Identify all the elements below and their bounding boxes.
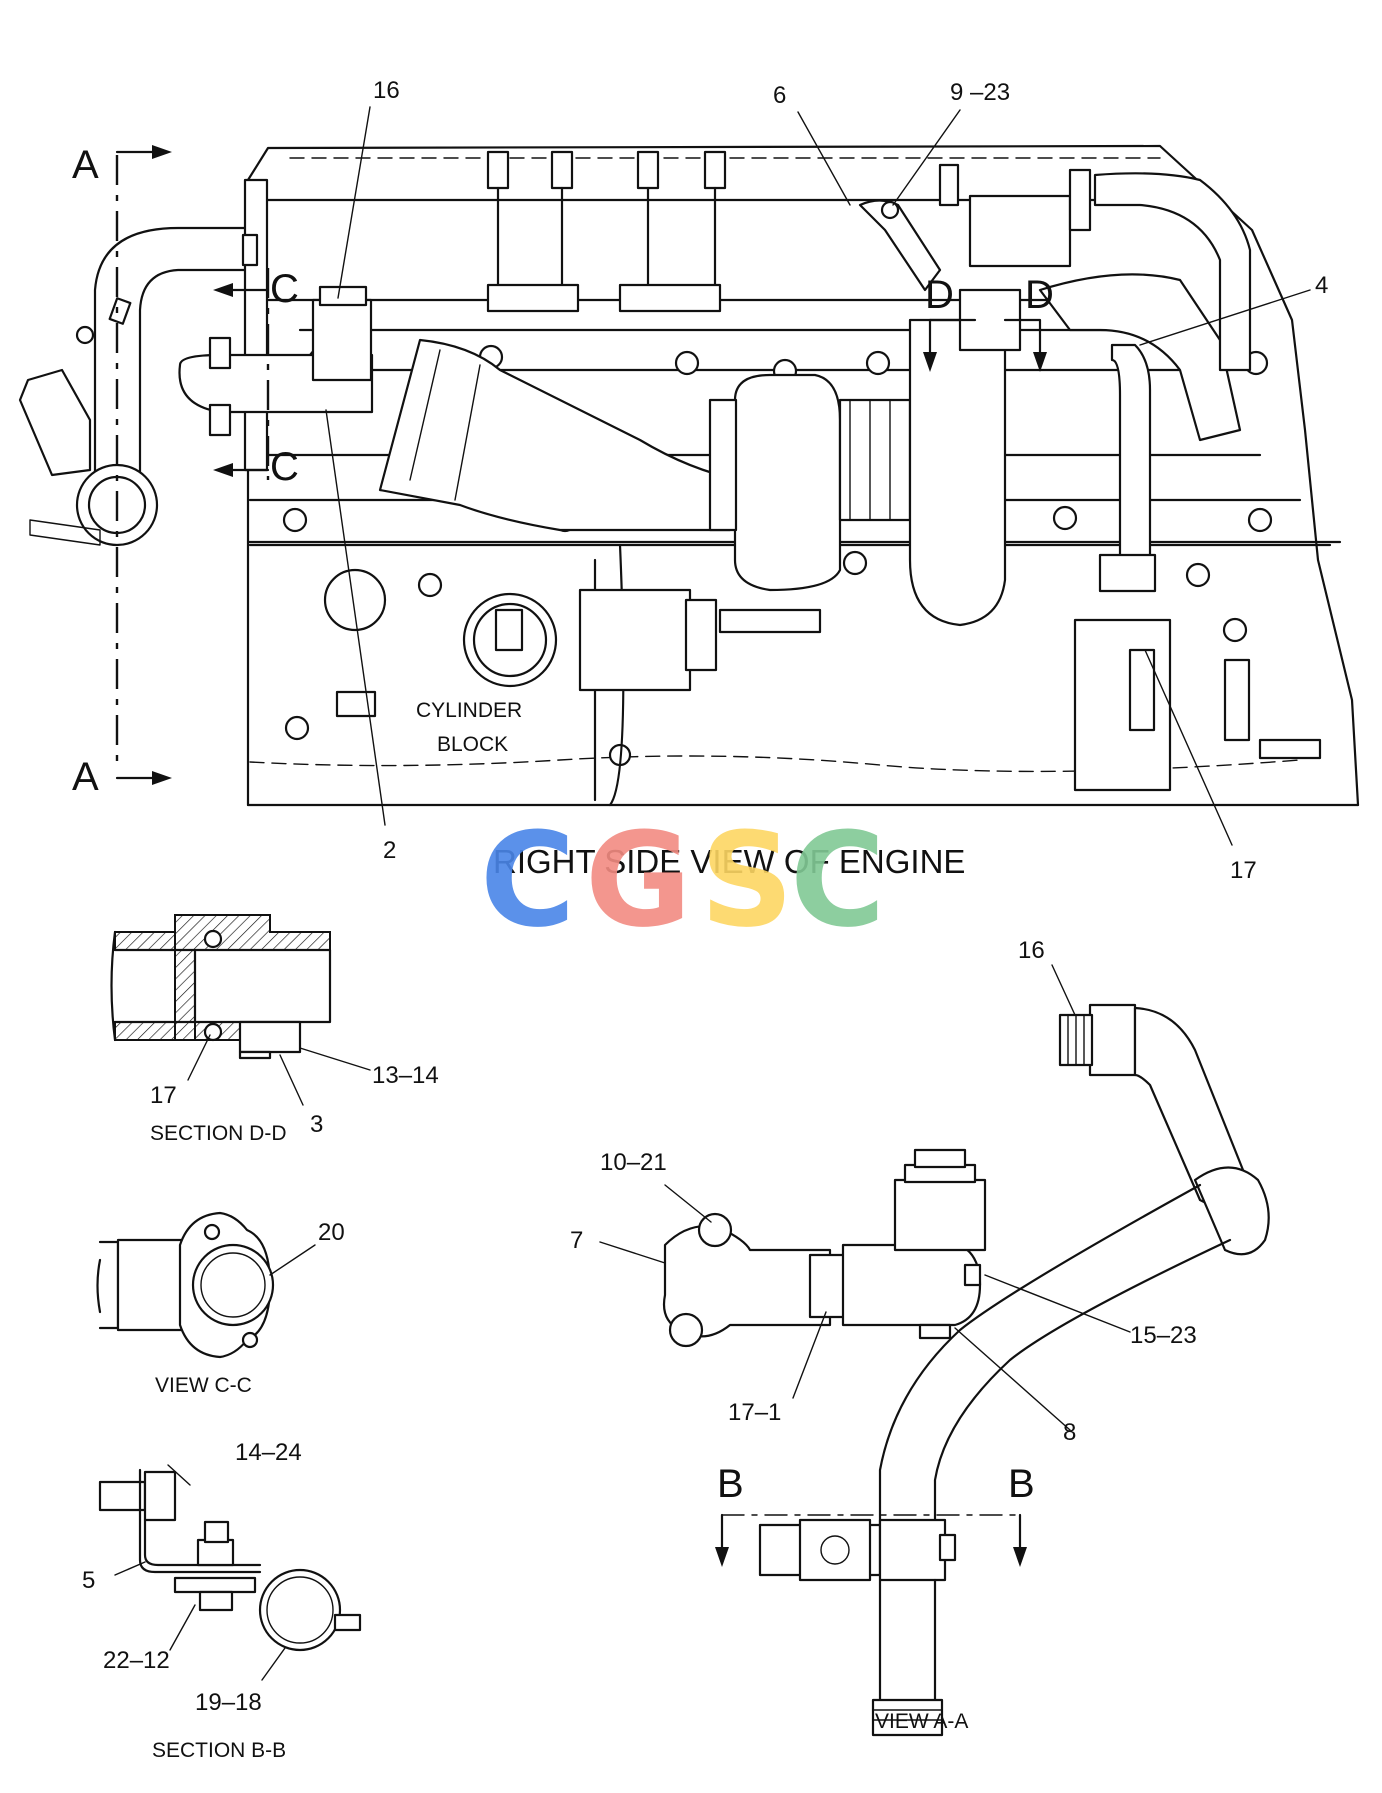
callout-5: 5 <box>82 1567 95 1594</box>
section-label-c-top: C <box>270 267 299 311</box>
left-water-pipe <box>18 178 269 547</box>
section-bb: 14–24 5 22–12 19–18 SECTION B-B <box>82 1439 362 1762</box>
callout-3: 3 <box>310 1111 323 1138</box>
callout-16-aa: 16 <box>1018 937 1045 964</box>
view-cc: 20 VIEW C-C <box>96 1211 345 1397</box>
cgsc-watermark-logo: C G S C <box>480 804 885 956</box>
main-leaders <box>325 106 1311 846</box>
valve-brackets <box>486 150 727 313</box>
callout-10-21: 10–21 <box>600 1149 667 1176</box>
return-tube <box>1073 343 1322 792</box>
view-aa-caption: VIEW A-A <box>875 1710 968 1733</box>
cc-pipe <box>178 285 374 437</box>
callout-14-24: 14–24 <box>235 1439 302 1466</box>
section-dd-caption: SECTION D-D <box>150 1122 287 1145</box>
callout-6: 6 <box>773 82 786 109</box>
callout-13-14: 13–14 <box>372 1062 439 1089</box>
view-cc-caption: VIEW C-C <box>155 1374 252 1397</box>
callout-2: 2 <box>383 837 396 864</box>
section-label-b-right: B <box>1008 1462 1035 1506</box>
main-view-title: RIGHT SIDE VIEW OF ENGINE <box>493 843 965 880</box>
watermark-letter-g: G <box>585 804 692 956</box>
callout-17-dd: 17 <box>150 1082 177 1109</box>
callout-17-main: 17 <box>1230 857 1257 884</box>
callout-19-18: 19–18 <box>195 1689 262 1716</box>
watermark-letter-c1: C <box>480 804 575 956</box>
cylinder-block <box>323 543 718 807</box>
engine-side-view: A A C C D D 16 6 <box>18 77 1360 884</box>
engine-outline <box>246 144 1360 807</box>
callout-15-23: 15–23 <box>1130 1322 1197 1349</box>
callout-20: 20 <box>318 1219 345 1246</box>
callout-9-23: 9 –23 <box>950 79 1010 106</box>
section-label-d-left: D <box>925 273 954 317</box>
callout-7: 7 <box>570 1227 583 1254</box>
watermark-letter-c2: C <box>790 804 885 956</box>
section-label-a-bottom: A <box>72 755 99 799</box>
callout-4: 4 <box>1315 272 1328 299</box>
section-label-a-top: A <box>72 143 99 187</box>
cylinder-block-label-line2: BLOCK <box>437 733 508 756</box>
callout-16-main: 16 <box>373 77 400 104</box>
cylinder-block-label-line1: CYLINDER <box>416 699 522 722</box>
section-label-c-bottom: C <box>270 445 299 489</box>
section-label-d-right: D <box>1025 273 1054 317</box>
callout-17-1: 17–1 <box>728 1399 781 1426</box>
section-label-b-left: B <box>717 1462 744 1506</box>
section-dd: 17 3 13–14 SECTION D-D <box>110 914 439 1145</box>
callout-8: 8 <box>1063 1419 1076 1446</box>
section-marks-main: A A C C D D <box>72 143 1054 799</box>
watermark-letter-s: S <box>700 804 794 956</box>
section-bb-caption: SECTION B-B <box>152 1739 286 1762</box>
turbocharger <box>858 163 1252 627</box>
callout-22-12: 22–12 <box>103 1647 170 1674</box>
view-aa: B B 16 10–21 7 15–23 17–1 8 VIEW A-A <box>570 937 1270 1737</box>
air-duct <box>378 338 912 634</box>
